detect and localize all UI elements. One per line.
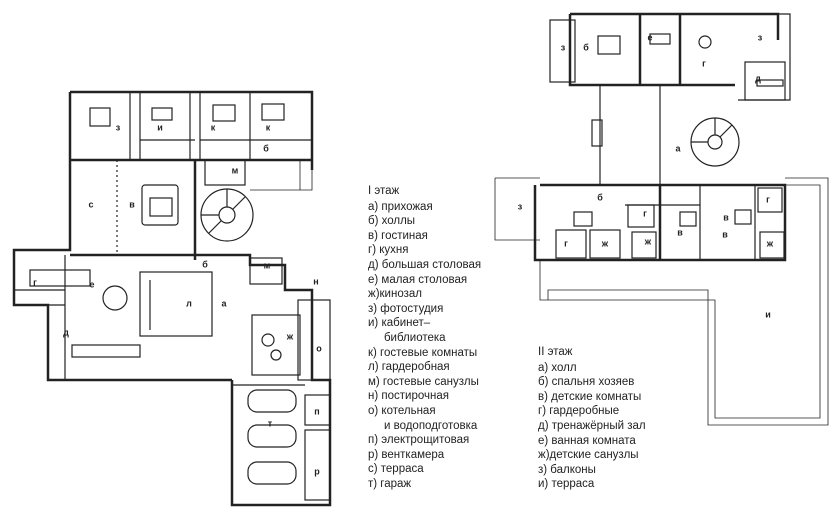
f2-label: ж bbox=[644, 236, 652, 246]
legend-item: ж)кинозал bbox=[368, 288, 422, 301]
f2-label: ж bbox=[601, 238, 609, 248]
legend-item: а) холл bbox=[538, 361, 577, 374]
f1-label: к bbox=[211, 122, 216, 132]
f2-label: а bbox=[675, 143, 681, 153]
legend-item: б) спальня хозяев bbox=[538, 376, 635, 389]
floor2-legend: II этаж а) холл б) спальня хозяев в) дет… bbox=[538, 345, 646, 492]
f1-label: л bbox=[186, 298, 192, 308]
f2-label: в bbox=[722, 229, 728, 239]
legend-item: о) котельная bbox=[368, 404, 436, 417]
f1-label: ж bbox=[286, 331, 294, 341]
f1-label: и bbox=[157, 122, 163, 132]
legend-item: т) гараж bbox=[368, 477, 412, 490]
f1-label: п bbox=[314, 406, 319, 416]
legend-item: в) гостиная bbox=[368, 229, 428, 242]
f1-label: с bbox=[88, 199, 93, 209]
legend-item: л) гардеробная bbox=[368, 361, 450, 374]
f1-label: м bbox=[232, 165, 239, 175]
f2-label: д bbox=[755, 73, 761, 83]
legend-item: м) гостевые санузлы bbox=[368, 375, 479, 388]
f1-label: к bbox=[266, 122, 271, 132]
f2-label: г bbox=[643, 208, 647, 218]
f2-label: з bbox=[758, 32, 763, 42]
floor2-room-labels: з б е г з д а з б г в в г ж ж в г ж и bbox=[518, 32, 774, 319]
f1-label: в bbox=[129, 199, 135, 209]
floor1-legend: I этаж а) прихожая б) холлы в) гостиная … bbox=[368, 184, 481, 491]
f2-label: г bbox=[766, 194, 770, 204]
legend-item: г) кухня bbox=[368, 244, 409, 257]
legend-item: д) тренажёрный зал bbox=[538, 419, 646, 432]
f1-label: т bbox=[268, 418, 273, 428]
f1-label: г bbox=[33, 277, 37, 287]
f2-label: з bbox=[518, 201, 523, 211]
legend-item: а) прихожая bbox=[368, 200, 433, 213]
floor1-room-labels: з и к к б м с в б м н г е л а д ж о т п … bbox=[33, 122, 322, 476]
f1-label: з bbox=[116, 122, 121, 132]
floor2-legend-title: II этаж bbox=[538, 346, 573, 358]
f1-label: р bbox=[314, 466, 320, 476]
legend-item: е) малая столовая bbox=[368, 273, 468, 286]
f2-label: б bbox=[597, 192, 603, 202]
f2-label: з bbox=[561, 42, 566, 52]
f1-label: е bbox=[89, 279, 94, 289]
f1-label: б bbox=[263, 143, 269, 153]
legend-item: и) кабинет– bbox=[368, 317, 431, 330]
legend-item: к) гостевые комнаты bbox=[368, 346, 478, 359]
f2-label: г bbox=[564, 238, 568, 248]
legend-item: д) большая столовая bbox=[368, 258, 482, 271]
legend-item: е) ванная комната bbox=[538, 434, 636, 447]
legend-item: и) терраса bbox=[538, 478, 595, 491]
legend-item: б) холлы bbox=[368, 215, 416, 228]
legend-item: с) терраса bbox=[368, 463, 424, 476]
f2-label: г bbox=[702, 58, 706, 68]
f2-label: в bbox=[677, 227, 683, 237]
legend-item: и водоподготовка bbox=[368, 419, 478, 432]
legend-item: з) балконы bbox=[538, 463, 596, 476]
f2-label: и bbox=[765, 309, 771, 319]
f2-label: в bbox=[723, 212, 729, 222]
f1-label: а bbox=[221, 298, 227, 308]
f1-label: о bbox=[316, 343, 322, 353]
floor1-plan bbox=[12, 90, 332, 507]
legend-item: в) детские комнаты bbox=[538, 390, 642, 403]
legend-item: ж)детские санузлы bbox=[538, 449, 639, 462]
f1-label: н bbox=[313, 276, 318, 286]
legend-item: н) постирочная bbox=[368, 390, 449, 403]
f1-label: м bbox=[264, 260, 271, 270]
f2-label: б bbox=[583, 42, 589, 52]
f1-label: б bbox=[202, 259, 208, 269]
legend-item: р) венткамера bbox=[368, 448, 445, 461]
floor1-legend-title: I этаж bbox=[368, 185, 400, 197]
f1-label: д bbox=[63, 327, 69, 337]
legend-item: п) электрощитовая bbox=[368, 434, 470, 447]
legend-item: з) фотостудия bbox=[368, 302, 444, 315]
legend-item: библиотека bbox=[368, 331, 446, 344]
f2-label: ж bbox=[766, 238, 774, 248]
floor2-plan bbox=[494, 12, 829, 426]
f2-label: е bbox=[647, 32, 652, 42]
legend-item: г) гардеробные bbox=[538, 405, 620, 418]
